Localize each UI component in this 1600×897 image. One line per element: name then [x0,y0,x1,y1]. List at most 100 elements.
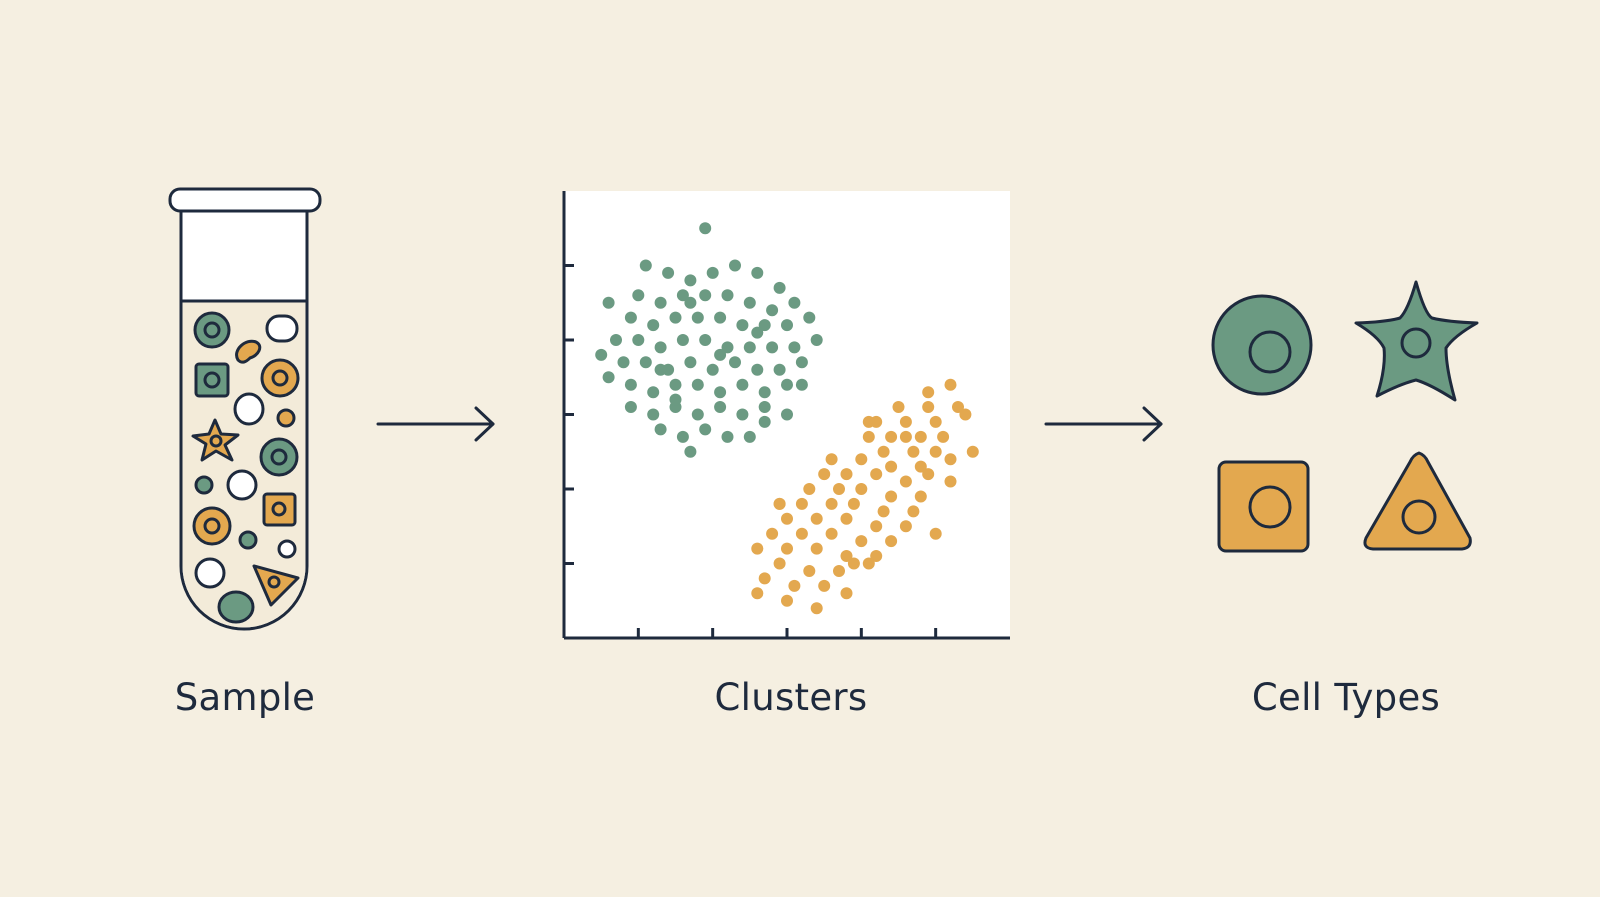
orange-cluster-point [862,557,875,570]
green-cluster-point [766,341,779,354]
green-cluster-point [721,430,734,443]
orange-cluster-point [862,430,875,443]
green-cluster-point [691,311,704,324]
orange-cluster-point [885,490,898,503]
green-cluster-point [714,311,727,324]
orange-cluster-point [751,587,764,600]
orange-cluster-point [810,542,823,555]
orange-cluster-point [922,386,935,399]
tube-cell [276,408,296,428]
orange-cluster-point [944,475,957,488]
green-cluster-point [647,408,660,421]
orange-cluster-point [803,483,816,495]
tube-cell-nucleus [271,369,289,387]
green-cluster-point [602,371,615,384]
green-cluster-point [729,259,741,272]
orange-cluster-point [855,535,868,548]
clusters-label: Clusters [714,676,868,719]
orange-cluster-point [855,483,868,495]
orange-cluster-point [840,587,853,600]
green-cluster-point [684,356,697,369]
green-cluster-point [676,430,689,443]
tube-cell [217,590,255,624]
green-cluster-point [662,266,675,279]
green-cluster-point [781,378,793,391]
green-cluster-point [758,386,771,399]
green-cluster-point [610,334,622,346]
green-cluster-point [654,363,667,376]
orange-cluster-point [773,497,786,510]
orange-cluster-point [847,557,860,570]
green-cluster-point [714,386,727,399]
orange-cluster-point [892,401,905,413]
tube-cell-nucleus [203,371,221,389]
tube-cell-nucleus [203,321,221,339]
orange-cluster-point [944,378,957,391]
orange-cluster-point [870,550,883,562]
tube-cap [168,187,322,213]
orange-cluster-point [885,460,898,473]
green-cluster-point [766,304,779,317]
green-cluster-point [751,363,764,376]
sample-label: Sample [174,676,316,719]
orange-cluster-point [929,445,942,458]
orange-cluster-point [944,453,957,466]
orange-cluster-point [877,505,890,518]
green-cluster-point [699,289,712,302]
orange-cluster-point [810,512,823,525]
cell-types-group [1211,280,1479,553]
green-cluster-point [691,408,704,421]
orange-cluster-point [899,430,912,443]
green-cluster-point [676,334,689,346]
green-cluster-point [751,326,764,339]
round-cell-icon [1211,294,1313,396]
orange-cluster-point [781,594,793,607]
orange-cluster-point [952,401,964,413]
tube-cell [235,339,262,364]
triangle-cell-icon [1363,451,1472,551]
orange-cluster-point [773,557,786,570]
green-cluster-point [758,401,771,413]
orange-cluster-point [758,572,771,585]
tube-cell-nucleus [209,434,223,448]
right-arrow-icon [376,406,495,442]
green-cluster-point [743,341,756,354]
green-cluster-point [699,222,712,235]
orange-cluster-point [766,527,779,540]
square-cell-icon [1217,460,1310,553]
tube-cell [233,392,265,426]
green-cluster-point [676,289,689,302]
green-cluster-point [706,266,719,279]
orange-cluster-point [937,430,950,443]
orange-cluster-point [885,535,898,548]
green-cluster-point [654,296,667,309]
green-cluster-point [602,296,615,309]
green-cluster-point [773,281,786,294]
green-cluster-point [669,378,682,391]
green-cluster-point [684,296,697,309]
orange-cluster-point [833,565,845,577]
orange-cluster-point [855,453,868,466]
orange-cluster-point [929,527,942,540]
orange-cluster-point [914,460,927,473]
green-cluster-point [781,408,793,421]
green-cluster-point [654,423,667,436]
green-cluster-point [714,348,727,361]
tube-cell [265,314,299,343]
orange-cluster-point [810,602,823,615]
orange-cluster-point [840,512,853,525]
tube-cell [277,539,297,559]
green-cluster-point [647,386,660,399]
orange-cluster-point [899,520,912,533]
tube-cell-nucleus [271,501,287,517]
green-cluster-point [795,378,808,391]
orange-cluster-point [907,505,920,518]
cluster-scatter-plot [562,191,1010,640]
orange-cluster-point [914,490,927,503]
green-cluster-point [803,311,816,324]
green-cluster-point [691,378,704,391]
tube-cell [194,475,214,495]
orange-cluster-point [795,527,808,540]
orange-cluster-point [966,445,979,458]
